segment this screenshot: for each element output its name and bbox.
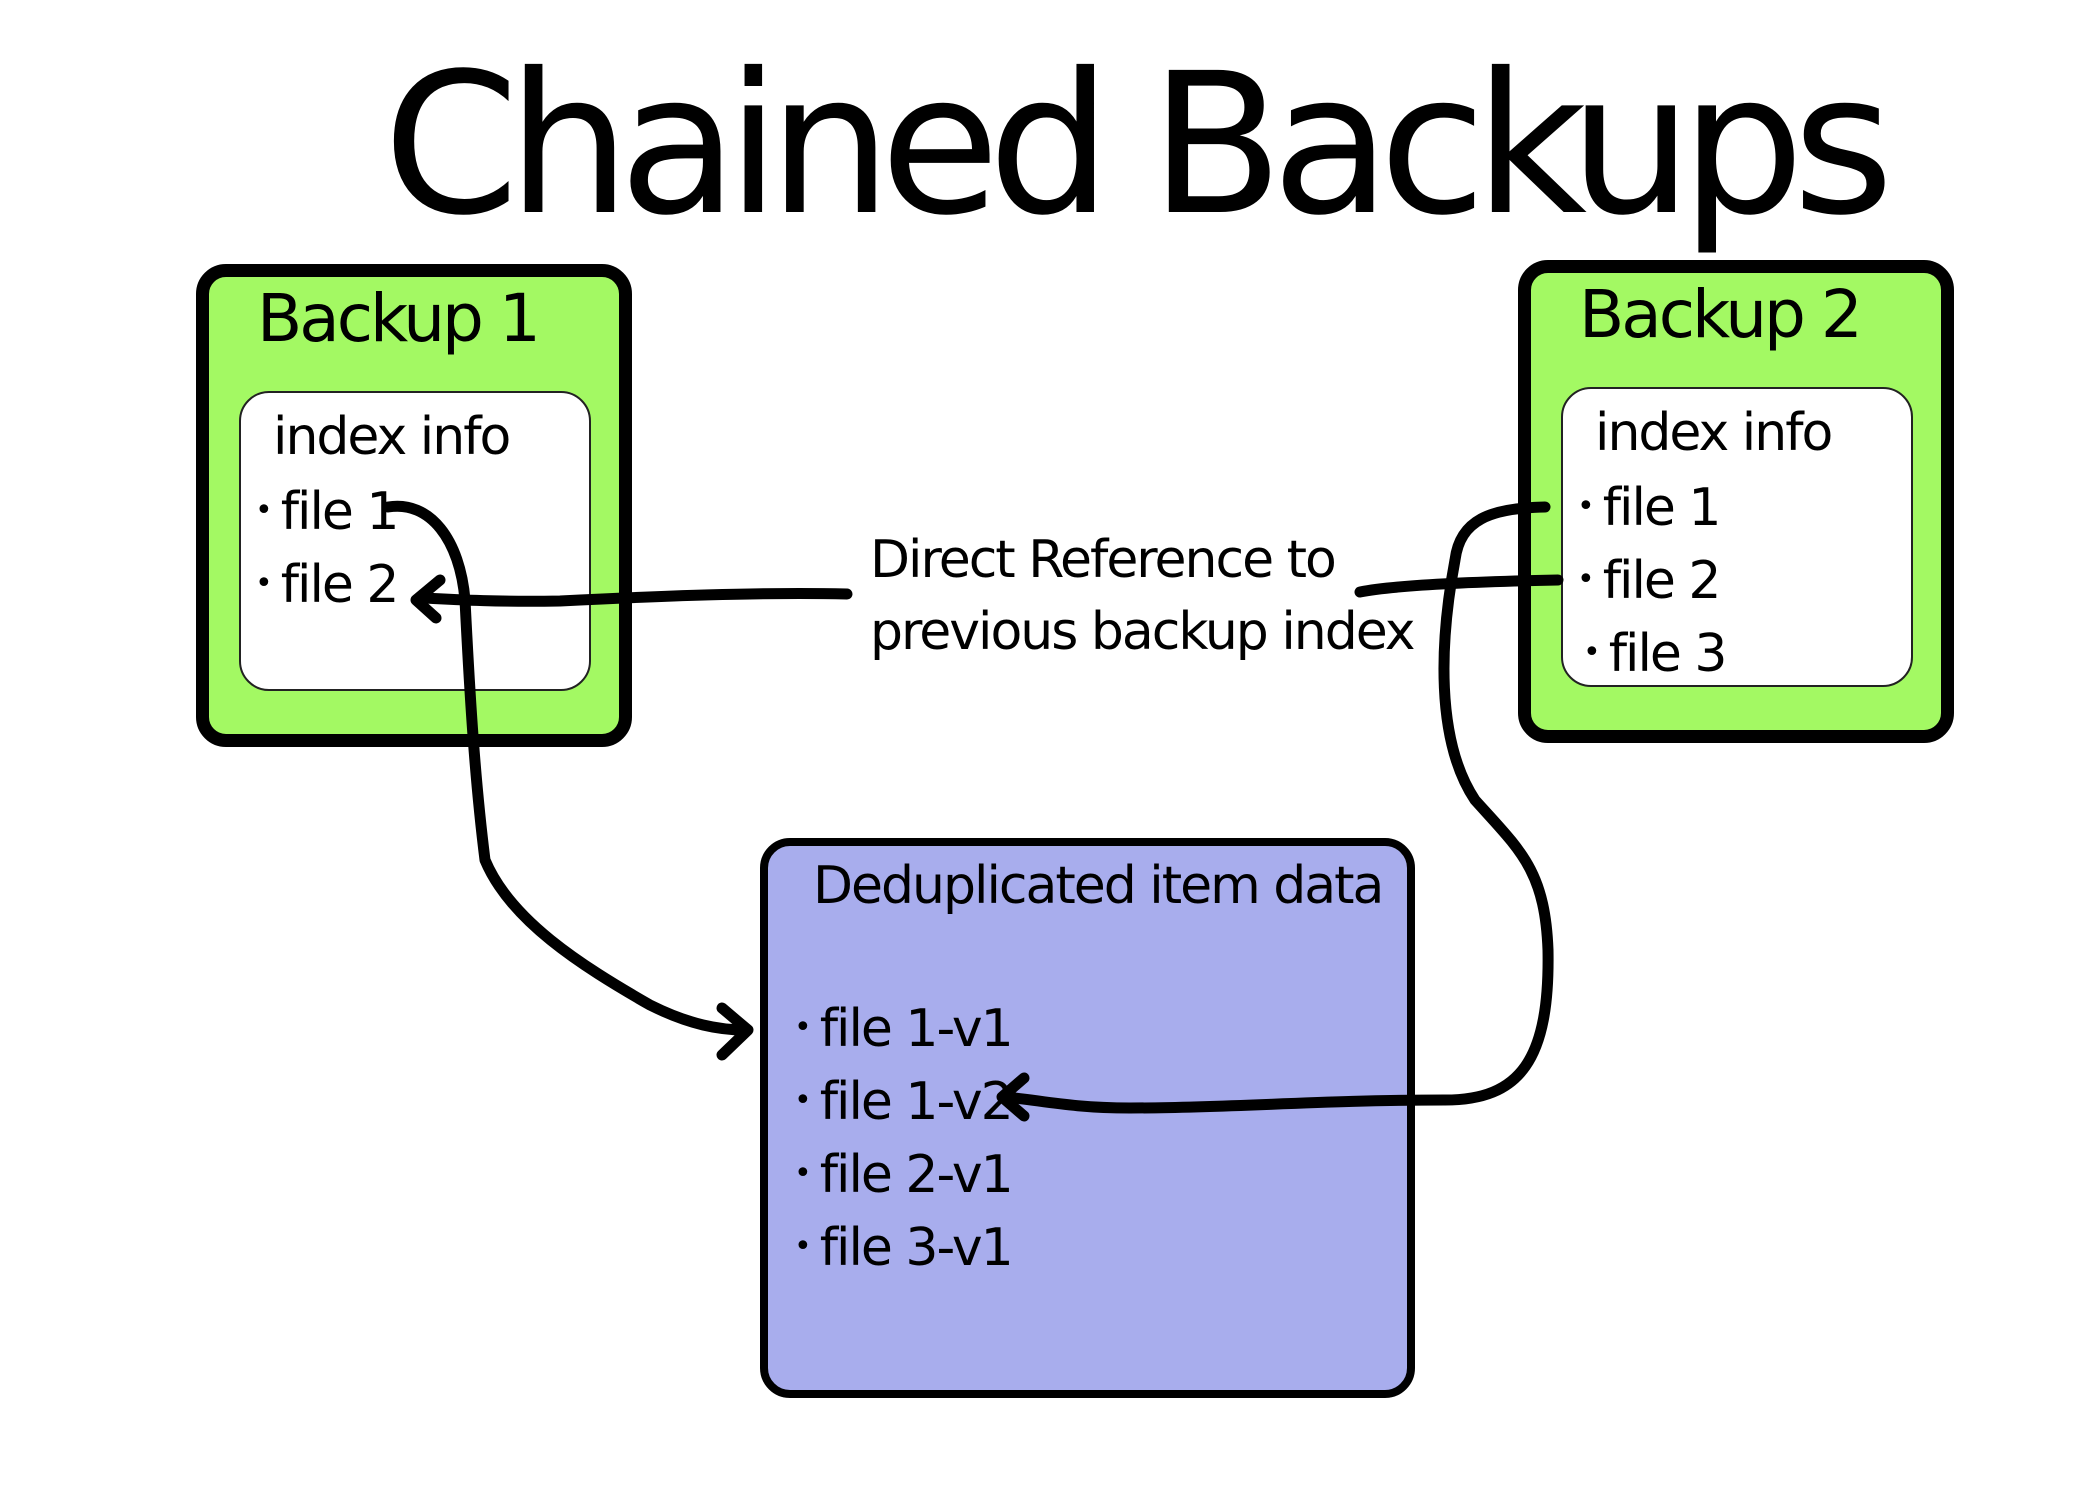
direct-reference-line-2: previous backup index — [870, 602, 1416, 662]
bullet-icon: • — [794, 1156, 812, 1191]
list-item: •file 1 — [255, 482, 400, 542]
bullet-icon: • — [1577, 562, 1595, 597]
deduplicated-data-box: Deduplicated item data •file 1-v1 •file … — [760, 838, 1415, 1398]
list-item: •file 1 — [1577, 478, 1722, 538]
bullet-icon: • — [1583, 635, 1601, 670]
backup-1-label: Backup 1 — [257, 280, 541, 357]
list-item: •file 3 — [1583, 624, 1728, 684]
direct-reference-label: Direct Reference to previous backup inde… — [870, 524, 1416, 668]
direct-reference-line-1: Direct Reference to — [870, 530, 1337, 590]
backup-2-file-list: •file 1 •file 2 •file 3 — [1577, 473, 1728, 692]
list-item: •file 2 — [1577, 551, 1722, 611]
arrowhead-file1-v1-icon — [716, 1002, 754, 1061]
bullet-icon: • — [794, 1010, 812, 1045]
bullet-icon: • — [794, 1083, 812, 1118]
backup-2-index-title: index info — [1595, 403, 1833, 463]
list-item: •file 1-v2 — [794, 1072, 1014, 1132]
backup-1-box: Backup 1 index info •file 1 •file 2 — [196, 264, 632, 747]
bullet-icon: • — [255, 493, 273, 528]
backup-1-file-list: •file 1 •file 2 — [255, 477, 400, 623]
backup-2-box: Backup 2 index info •file 1 •file 2 •fil… — [1518, 260, 1954, 743]
backup-2-index-panel: index info •file 1 •file 2 •file 3 — [1561, 387, 1913, 687]
list-item: •file 3-v1 — [794, 1218, 1014, 1278]
backup-2-label: Backup 2 — [1579, 276, 1863, 353]
diagram-title: Chained Backups — [382, 31, 1894, 258]
bullet-icon: • — [794, 1229, 812, 1264]
backup-1-index-title: index info — [273, 407, 511, 467]
deduplicated-item-list: •file 1-v1 •file 1-v2 •file 2-v1 •file 3… — [794, 994, 1014, 1286]
list-item: •file 1-v1 — [794, 999, 1014, 1059]
list-item: •file 2 — [255, 555, 400, 615]
backup-1-index-panel: index info •file 1 •file 2 — [239, 391, 591, 691]
list-item: •file 2-v1 — [794, 1145, 1014, 1205]
deduplicated-data-title: Deduplicated item data — [813, 856, 1384, 916]
bullet-icon: • — [1577, 489, 1595, 524]
bullet-icon: • — [255, 566, 273, 601]
